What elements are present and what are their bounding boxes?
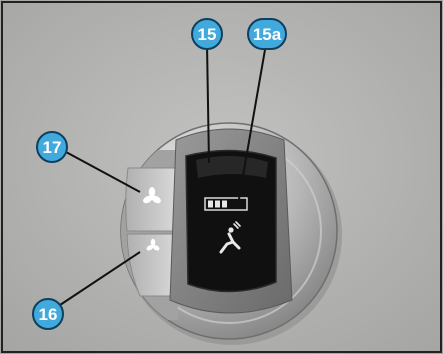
leader-15 [206,43,210,164]
callout-16-label: 16 [39,305,58,324]
fan-low-button[interactable] [126,233,177,297]
callout-15a: 15a [247,18,287,50]
fan-low-icon [146,238,160,251]
level-bar-2 [215,200,220,208]
fan-level-bars-icon [204,197,248,211]
leader-17 [65,151,141,193]
callout-17-label: 17 [43,138,62,157]
callout-15: 15 [191,18,223,50]
leader-16 [59,251,141,306]
callout-16: 16 [32,298,64,330]
display-glare [196,155,268,178]
callout-17: 17 [36,131,68,163]
display-screen [185,149,277,293]
callout-15-label: 15 [198,25,217,44]
leader-lines [59,43,267,306]
level-bar-3 [222,200,227,208]
leader-15a [238,43,267,200]
air-distribution-icon [219,221,241,254]
level-bar-1 [208,200,213,208]
control-knob [120,122,342,345]
fan-high-icon [143,187,161,204]
callout-15a-label: 15a [253,25,282,44]
